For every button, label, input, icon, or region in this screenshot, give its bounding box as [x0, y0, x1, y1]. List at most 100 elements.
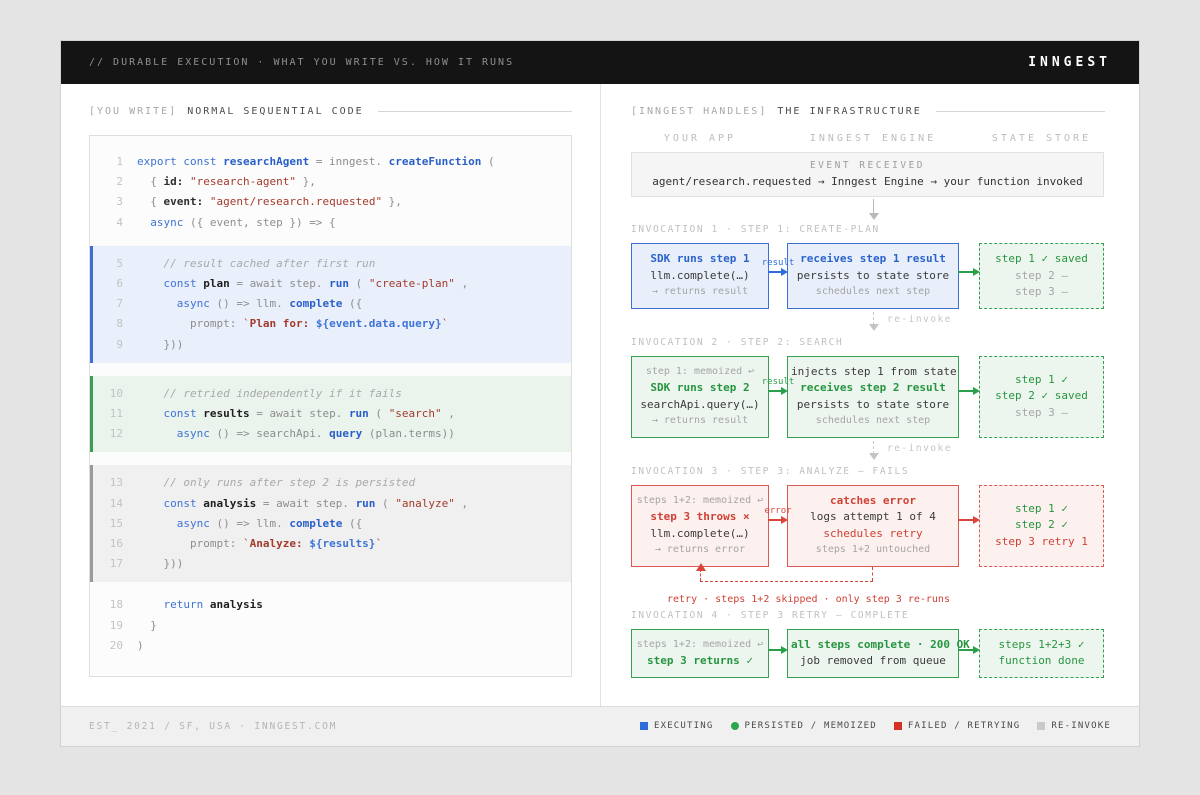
- event-received-box: EVENT RECEIVED agent/research.requested …: [631, 152, 1104, 197]
- retry-label: retry · steps 1+2 skipped · only step 3 …: [667, 593, 950, 605]
- highlighted-code-block-gray: 13 // only runs after step 2 is persiste…: [90, 465, 571, 583]
- code-token: (plan.terms)): [362, 427, 455, 441]
- box-line: step 3 —: [1015, 405, 1068, 419]
- box-line: steps 1+2 untouched: [815, 544, 931, 555]
- flow-arrow: result: [762, 356, 794, 438]
- arrow-up-icon: [696, 562, 706, 571]
- code-token: `: [441, 317, 449, 331]
- code-line: 11 const results = await step. run ( "se…: [93, 404, 571, 424]
- line-number: 10: [109, 386, 123, 400]
- code-text: { id: "research-agent" },: [137, 172, 316, 192]
- state-box: step 1 ✓step 2 ✓step 3 retry 1: [979, 484, 1104, 567]
- column-state-store: STATE STORE: [991, 133, 1092, 144]
- legend-item: RE-INVOKE: [1037, 721, 1111, 731]
- code-token: `: [242, 317, 250, 331]
- code-token: // retried independently if it fails: [137, 386, 402, 400]
- code-line: 20): [93, 636, 571, 656]
- event-flow-arrow: [631, 197, 1104, 222]
- arrow-right-icon: [781, 646, 788, 655]
- line-number: 11: [109, 407, 123, 421]
- code-token: = await step.: [229, 277, 330, 291]
- arrow-right-icon: [973, 267, 980, 276]
- line-number: 14: [109, 496, 123, 510]
- code-text: return analysis: [137, 595, 262, 615]
- column-headers: YOUR APP INNGEST ENGINE STATE STORE: [631, 133, 1104, 144]
- line-number: 6: [116, 277, 123, 291]
- arrow-line: [958, 649, 974, 652]
- column-your-app: YOUR APP: [663, 133, 737, 144]
- code-token: (: [481, 155, 495, 168]
- arrow-right-icon: [973, 386, 980, 395]
- app-box: steps 1+2: memoized ↩step 3 returns ✓: [631, 628, 769, 678]
- legend-label: PERSISTED / MEMOIZED: [744, 721, 877, 731]
- code-text: async () => llm. complete ({: [137, 514, 362, 534]
- code-line: 3 { event: "agent/research.requested" },: [93, 192, 571, 212]
- arrow-line: [958, 518, 974, 521]
- event-detail: agent/research.requested → Inngest Engin…: [652, 175, 1083, 188]
- code-line: 7 async () => llm. complete ({: [93, 294, 571, 314]
- code-text: // retried independently if it fails: [137, 384, 402, 404]
- arrow-line: [958, 270, 974, 273]
- reinvoke-connector: re-invoke: [631, 438, 1104, 464]
- legend-swatch-icon: [893, 722, 902, 730]
- arrow-down-icon: [869, 213, 879, 220]
- flow-arrow: [958, 243, 980, 309]
- box-line: searchApi.query(…): [640, 397, 760, 411]
- code-token: query: [329, 427, 363, 441]
- arrow-label: error: [764, 505, 792, 516]
- flow-arrow: error: [764, 485, 792, 567]
- code-token: ({: [342, 516, 363, 530]
- box-line: schedules retry: [823, 526, 923, 540]
- code-token: ({ event, step }) => {: [183, 215, 336, 229]
- infrastructure-panel: [INNGEST HANDLES] THE INFRASTRUCTURE YOU…: [601, 84, 1139, 706]
- event-title: EVENT RECEIVED: [809, 160, 926, 171]
- footer-text: EST_ 2021 / SF, USA · INNGEST.COM: [89, 720, 338, 732]
- code-text: const results = await step. run ( "searc…: [137, 404, 454, 424]
- box-line: step 2 —: [1015, 268, 1068, 282]
- line-number: 17: [109, 557, 123, 571]
- box-line: step 1 ✓: [1015, 501, 1068, 515]
- code-line: 16 prompt: `Analyze: ${results}`: [93, 534, 571, 554]
- code-token: () => searchApi.: [209, 427, 330, 441]
- dashed-line: [700, 580, 873, 582]
- box-line: SDK runs step 1: [650, 252, 750, 265]
- code-token: })): [137, 557, 184, 571]
- code-line: 15 async () => llm. complete ({: [93, 514, 571, 534]
- line-number: 2: [116, 175, 123, 189]
- code-text: // only runs after step 2 is persisted: [137, 473, 415, 493]
- code-token: = await step.: [256, 496, 356, 510]
- code-token: const: [137, 496, 204, 510]
- reinvoke-label: re-invoke: [887, 313, 952, 325]
- code-text: export const researchAgent = inngest. cr…: [137, 152, 495, 172]
- code-token: plan: [203, 277, 230, 291]
- box-line: catches error: [829, 493, 917, 507]
- invocation-label-1: INVOCATION 1 · STEP 1: CREATE-PLAN: [631, 224, 880, 235]
- header-title: // DURABLE EXECUTION · WHAT YOU WRITE VS…: [89, 57, 515, 68]
- code-text: async ({ event, step }) => {: [137, 213, 336, 233]
- code-line: 6 const plan = await step. run ( "create…: [93, 274, 571, 294]
- arrow-right-icon: [781, 386, 788, 395]
- code-token: (: [375, 496, 396, 510]
- code-token: run: [355, 496, 376, 510]
- code-token: const: [137, 277, 204, 291]
- code-panel-header: [YOU WRITE] NORMAL SEQUENTIAL CODE: [89, 106, 572, 117]
- dashed-line: [873, 440, 874, 454]
- flow-arrow: result: [762, 243, 794, 309]
- box-line: step 3 retry 1: [995, 534, 1088, 548]
- code-token: ({: [342, 297, 363, 311]
- code-text: }: [137, 616, 157, 636]
- box-line: → returns result: [651, 415, 749, 426]
- code-token: complete: [289, 516, 343, 530]
- legend-label: RE-INVOKE: [1051, 721, 1111, 731]
- code-text: { event: "agent/research.requested" },: [137, 192, 402, 212]
- code-token: [183, 175, 190, 188]
- box-line: step 3 returns ✓: [647, 654, 753, 667]
- code-token: `: [375, 537, 383, 551]
- invocation-label-3: INVOCATION 3 · STEP 3: ANALYZE — FAILS: [631, 465, 910, 477]
- arrow-line: [768, 389, 782, 392]
